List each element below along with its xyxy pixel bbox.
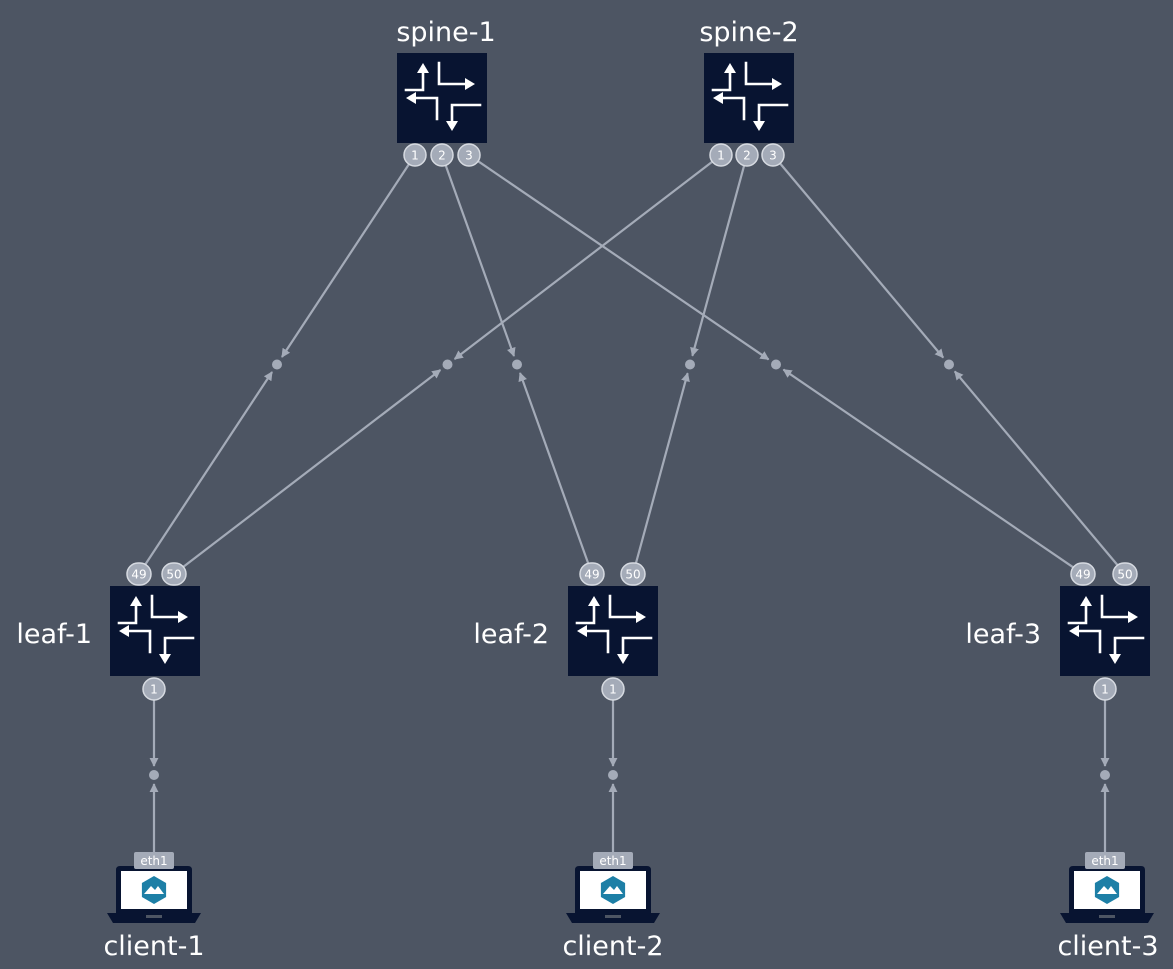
port-leaf-1-49[interactable]: 49 <box>126 562 152 586</box>
link-spine2-3-leaf3-50[interactable] <box>777 161 1121 568</box>
port-label: 50 <box>1117 568 1132 582</box>
laptop-icon[interactable] <box>107 866 201 923</box>
port-label: 1 <box>717 149 725 163</box>
link-segment[interactable] <box>690 163 746 357</box>
port-leaf-2-49[interactable]: 49 <box>579 562 605 586</box>
link-spine1-3-leaf3-49[interactable] <box>475 159 1077 570</box>
port-leaf-2-1[interactable]: 1 <box>601 677 625 701</box>
node-leaf-3[interactable]: leaf-3 49 50 1 <box>965 562 1150 701</box>
link-leaf2-1-client2-eth1[interactable] <box>608 698 618 852</box>
port-spine-2-3[interactable]: 3 <box>761 143 785 167</box>
interface-label: eth1 <box>599 854 626 868</box>
port-leaf-3-1[interactable]: 1 <box>1093 677 1117 701</box>
router-icon[interactable] <box>704 53 794 143</box>
port-label: 49 <box>584 568 599 582</box>
link-segment[interactable] <box>634 372 690 566</box>
port-label: 50 <box>625 568 640 582</box>
port-label: 1 <box>1101 683 1109 697</box>
node-label: spine-2 <box>699 17 798 48</box>
link-segment[interactable] <box>281 161 411 358</box>
node-spine-1[interactable]: spine-1 1 2 3 <box>396 17 496 167</box>
link-segment[interactable] <box>453 159 715 360</box>
router-icon[interactable] <box>568 586 658 676</box>
port-label: 1 <box>609 683 617 697</box>
port-label: 50 <box>166 568 181 582</box>
router-icon[interactable] <box>1060 586 1150 676</box>
link-segment[interactable] <box>143 371 273 568</box>
port-label: 2 <box>438 149 446 163</box>
node-client-1[interactable]: eth1 client-1 <box>103 852 205 962</box>
link-segment[interactable] <box>777 161 945 359</box>
interface-tag-eth1[interactable]: eth1 <box>593 852 633 869</box>
link-midpoint-dot <box>1100 770 1110 780</box>
node-client-2[interactable]: eth1 client-2 <box>562 852 664 962</box>
interface-tag-eth1[interactable]: eth1 <box>134 852 174 869</box>
link-spine1-1-leaf1-49[interactable] <box>143 161 411 568</box>
port-label: 2 <box>743 149 751 163</box>
node-label: client-3 <box>1057 931 1158 962</box>
router-icon[interactable] <box>110 586 200 676</box>
link-midpoint-dot <box>512 359 522 370</box>
port-spine-2-1[interactable]: 1 <box>709 143 733 167</box>
link-midpoint-dot <box>149 770 159 780</box>
port-leaf-1-1[interactable]: 1 <box>142 677 166 701</box>
node-label: client-2 <box>562 931 663 962</box>
node-leaf-1[interactable]: leaf-1 49 50 1 <box>16 562 200 701</box>
router-icon[interactable] <box>397 53 487 143</box>
link-segment[interactable] <box>518 372 591 566</box>
port-spine-1-1[interactable]: 1 <box>403 143 427 167</box>
link-segment[interactable] <box>180 369 442 570</box>
link-segment[interactable] <box>953 370 1121 568</box>
links-layer <box>143 159 1121 852</box>
port-leaf-3-49[interactable]: 49 <box>1070 562 1096 586</box>
port-label: 49 <box>1075 568 1090 582</box>
link-midpoint-dot <box>608 770 618 780</box>
port-spine-1-2[interactable]: 2 <box>430 143 454 167</box>
link-midpoint-dot <box>442 359 453 370</box>
interface-label: eth1 <box>140 854 167 868</box>
port-label: 3 <box>769 149 777 163</box>
link-spine2-2-leaf2-50[interactable] <box>634 163 746 566</box>
link-midpoint-dot <box>272 359 282 370</box>
node-leaf-2[interactable]: leaf-2 49 50 1 <box>473 562 658 701</box>
node-client-3[interactable]: eth1 client-3 <box>1057 852 1159 962</box>
node-spine-2[interactable]: spine-2 1 2 3 <box>699 17 799 167</box>
port-spine-1-3[interactable]: 3 <box>457 143 481 167</box>
link-segment[interactable] <box>475 159 770 361</box>
nodes-layer: spine-1 1 2 3 spine-2 1 2 3 leaf-1 49 50 1 leaf-2 49 5… <box>16 17 1158 962</box>
port-label: 3 <box>465 149 473 163</box>
node-label: spine-1 <box>396 17 495 48</box>
link-segment[interactable] <box>443 163 516 357</box>
link-spine2-1-leaf1-50[interactable] <box>180 159 715 570</box>
link-leaf1-1-client1-eth1[interactable] <box>149 698 159 852</box>
link-midpoint-dot <box>685 359 695 370</box>
laptop-icon[interactable] <box>566 866 660 923</box>
port-leaf-3-50[interactable]: 50 <box>1112 562 1138 586</box>
link-leaf3-1-client3-eth1[interactable] <box>1100 698 1110 852</box>
node-label: client-1 <box>103 931 204 962</box>
port-label: 1 <box>150 683 158 697</box>
laptop-icon[interactable] <box>1060 866 1154 923</box>
node-label: leaf-2 <box>473 619 549 650</box>
port-spine-2-2[interactable]: 2 <box>735 143 759 167</box>
link-midpoint-dot <box>771 359 781 370</box>
port-leaf-1-50[interactable]: 50 <box>161 562 187 586</box>
link-spine1-2-leaf2-49[interactable] <box>443 163 591 566</box>
node-label: leaf-3 <box>965 619 1041 650</box>
port-label: 1 <box>411 149 419 163</box>
interface-tag-eth1[interactable]: eth1 <box>1085 852 1125 869</box>
link-segment[interactable] <box>782 368 1077 570</box>
port-leaf-2-50[interactable]: 50 <box>620 562 646 586</box>
link-midpoint-dot <box>944 359 954 370</box>
interface-label: eth1 <box>1091 854 1118 868</box>
node-label: leaf-1 <box>16 619 92 650</box>
port-label: 49 <box>131 568 146 582</box>
